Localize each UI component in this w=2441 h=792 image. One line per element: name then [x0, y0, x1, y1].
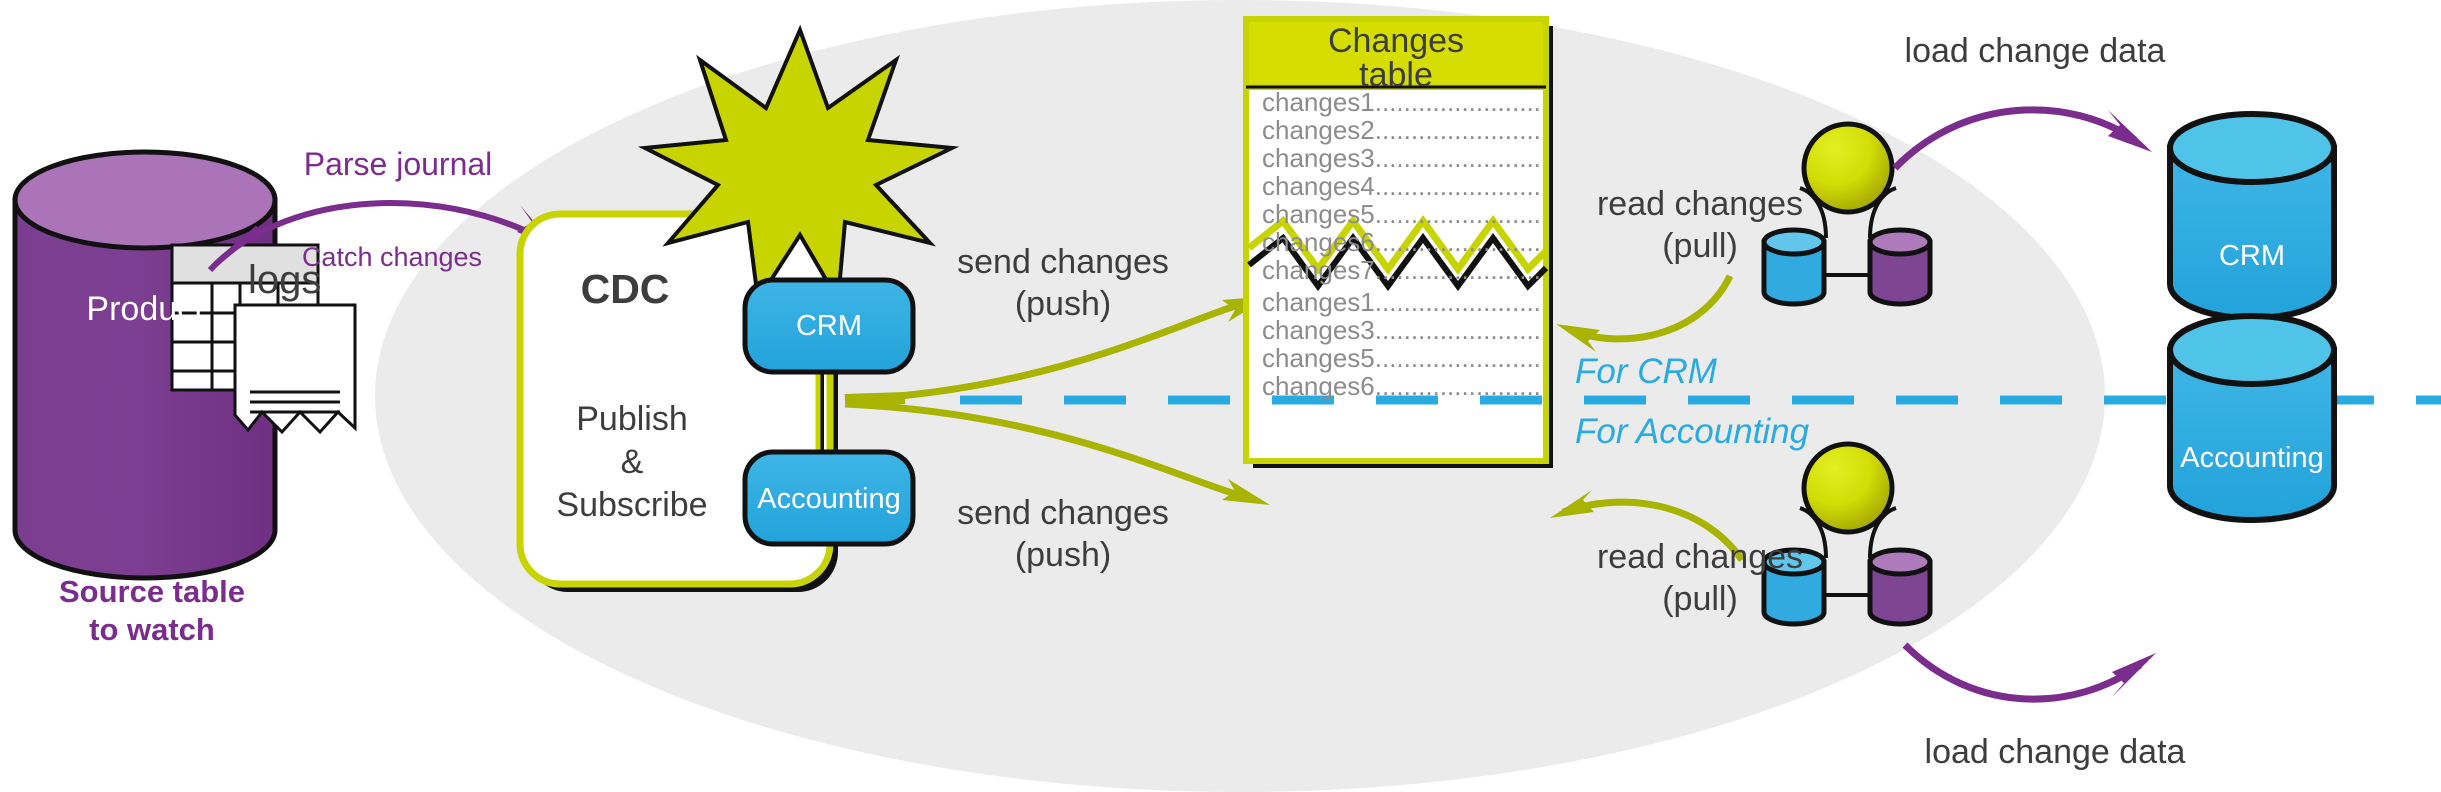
catch-changes-label: Catch changes	[301, 242, 483, 272]
lane-label-for-accounting: For Accounting	[1575, 412, 1810, 451]
read-changes-pull-bottom-line2: (pull)	[1662, 580, 1738, 618]
target-cylinder-crm-label: CRM	[2218, 240, 2286, 272]
cdc-topic-accounting[interactable]	[742, 449, 916, 547]
changes-row: changes5.......................	[1262, 343, 1541, 373]
send-changes-push-top-line2: (push)	[1014, 285, 1112, 323]
send-changes-push-lower-arrow	[844, 400, 1270, 505]
starburst-icon	[637, 24, 960, 307]
cdc-topic-crm-label: CRM	[795, 310, 863, 342]
send-changes-push-top-line1: send changes	[957, 243, 1169, 281]
cdc-subtitle-line2: &	[620, 443, 644, 481]
logs-document-label: logs	[248, 258, 322, 302]
read-changes-pull-top-line2: (pull)	[1662, 227, 1738, 265]
send-changes-push-bottom-line1: send changes	[957, 494, 1169, 532]
cdc-subtitle-line3: Subscribe	[556, 486, 708, 524]
parse-journal-label: Parse journal	[303, 146, 493, 182]
read-changes-pull-bottom-line1: read changes	[1596, 538, 1804, 576]
read-changes-pull-upper-arrow	[1556, 274, 1734, 352]
target-cylinder-crm	[2167, 111, 2337, 321]
changes-row: changes3.......................	[1262, 315, 1541, 345]
source-cylinder-label: Product	[86, 290, 204, 328]
changes-table-zigzag-divider	[1246, 215, 1549, 292]
changes-row: changes1.......................	[1262, 287, 1541, 317]
changes-row: changes6.......................	[1262, 371, 1541, 401]
changes-row: changes3.......................	[1262, 143, 1541, 173]
target-cylinder-accounting-label: Accounting	[2180, 442, 2324, 474]
logs-document	[233, 303, 357, 435]
source-caption-line1: Source table	[58, 574, 246, 609]
changes-row: changes2.......................	[1262, 115, 1541, 145]
changes-row: changes5.......................	[1262, 199, 1541, 229]
catch-changes-arrow-tail	[216, 225, 260, 265]
load-change-data-arrow-bottom	[1902, 642, 2156, 703]
changes-row: changes4.......................	[1262, 171, 1541, 201]
changes-row: changes7.......................	[1262, 255, 1541, 285]
load-change-data-top-label: load change data	[1904, 32, 2166, 70]
changes-table-header-line1: Changes	[1327, 22, 1465, 60]
send-changes-push-bottom-line2: (push)	[1014, 536, 1112, 574]
changes-row: changes1.......................	[1262, 87, 1541, 117]
cdc-topic-crm[interactable]	[742, 277, 916, 375]
lane-label-for-crm: For CRM	[1575, 352, 1717, 391]
target-cylinder-accounting	[2167, 313, 2337, 523]
changes-row: changes6.......................	[1262, 227, 1541, 257]
integration-icon-top	[1761, 121, 1933, 307]
cdc-title: CDC	[580, 266, 670, 312]
read-changes-pull-lower-arrow	[1550, 490, 1745, 563]
cdc-subtitle-line1: Publish	[576, 400, 688, 438]
source-caption-line2: to watch	[89, 612, 215, 647]
changes-table-header-line2: table	[1359, 56, 1433, 94]
cdc-topic-accounting-label: Accounting	[757, 483, 901, 515]
integration-icon-bottom	[1761, 441, 1933, 627]
read-changes-pull-top-line1: read changes	[1596, 185, 1804, 223]
load-change-data-bottom-label: load change data	[1924, 733, 2186, 771]
load-change-data-arrow-top	[1892, 106, 2152, 171]
